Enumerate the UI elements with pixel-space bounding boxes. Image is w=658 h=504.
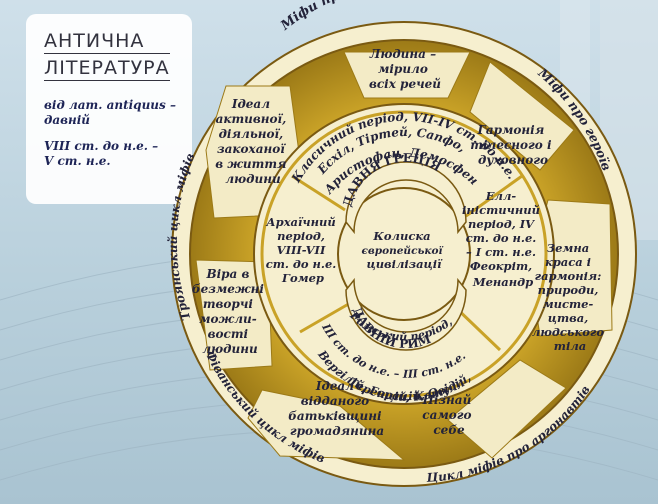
outer-segment-shape [469, 61, 575, 171]
outer-segment-shape [195, 259, 273, 371]
archaic-period-text: Архаїчний період, VIII-VII ст. до н.е. Г… [265, 215, 340, 285]
info-card [26, 14, 192, 204]
center-text: Колиска європейської цивілізації [361, 229, 446, 271]
outer-segment-shape [247, 389, 406, 461]
rome-banner-shape [345, 277, 467, 351]
period-line-2: V ст. н.е. [44, 154, 111, 168]
periods-ring-inner-border [260, 110, 548, 398]
period-line-1: VIII ст. до н.е. – [44, 139, 159, 153]
center-circle [337, 187, 471, 321]
outer-segment-devoted-citizen: Ідеал відданого батьківщині громадянина [288, 379, 385, 438]
outer-segment-know-yourself: Пізнай самого себе [422, 393, 476, 437]
outer-segment-harmony-body-spirit: Гармонія тілесного і духовного [470, 123, 555, 167]
outer-segment-measure-of-all: Людина – мірило всіх речей [369, 47, 442, 91]
title-line-2: ЛІТЕРАТУРА [44, 57, 170, 81]
outer-segment-earthly-beauty: Земна краса і гармонія: природи, мисте- … [532, 241, 608, 353]
etymology-line-2: давній [44, 113, 91, 127]
page-title: АНТИЧНА ЛІТЕРАТУРА [44, 30, 170, 84]
title-line-1: АНТИЧНА [44, 30, 170, 54]
outer-segment-active-person: Ідеал активної, діяльної, закоханої в жи… [215, 97, 291, 186]
outer-segment-faith-in-abilities: Віра в безмежні творчі можли- вості люди… [192, 267, 268, 356]
hellenistic-period-text: Елл- іністичний період, IV ст. до н.е. –… [462, 189, 544, 289]
outer-segment-shape [343, 51, 471, 99]
greece-banner-shape [345, 161, 467, 235]
outer-segment-shape [447, 359, 567, 459]
etymology-line-1: від лат. antiquus – [44, 98, 176, 112]
